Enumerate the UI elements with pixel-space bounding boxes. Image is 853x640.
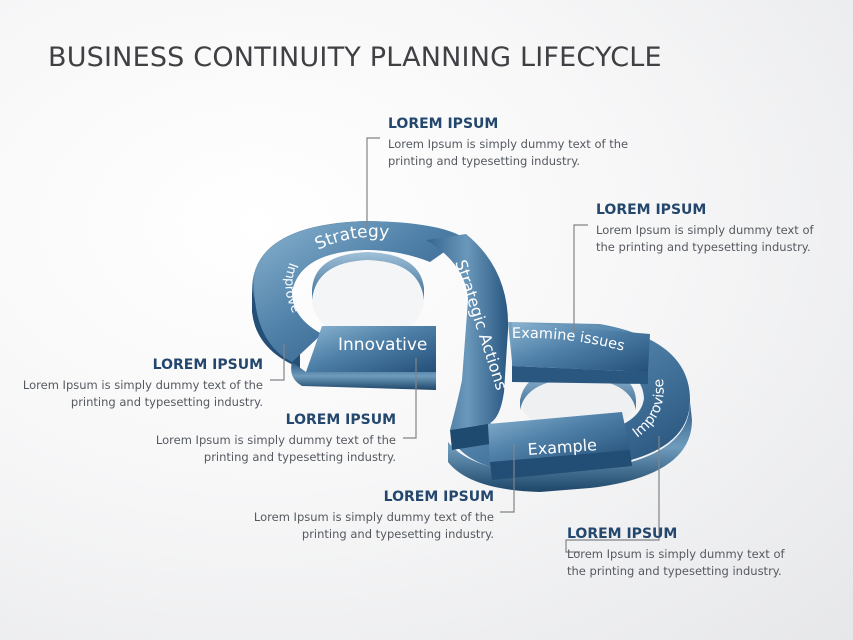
callout-text: Lorem Ipsum is simply dummy text of the … bbox=[388, 137, 629, 168]
callout-improve: LOREM IPSUM Lorem Ipsum is simply dummy … bbox=[20, 357, 263, 411]
page-title: BUSINESS CONTINUITY PLANNING LIFECYCLE bbox=[48, 42, 662, 73]
callout-improvise: LOREM IPSUM Lorem Ipsum is simply dummy … bbox=[567, 526, 785, 580]
left-loop bbox=[252, 221, 464, 390]
right-loop bbox=[448, 322, 692, 492]
callout-examine-issues: LOREM IPSUM Lorem Ipsum is simply dummy … bbox=[596, 202, 814, 256]
callout-innovative: LOREM IPSUM Lorem Ipsum is simply dummy … bbox=[150, 412, 396, 466]
callout-text: Lorem Ipsum is simply dummy text of the … bbox=[155, 433, 396, 464]
callout-text: Lorem Ipsum is simply dummy text of the … bbox=[253, 510, 494, 541]
callout-text: Lorem Ipsum is simply dummy text of the … bbox=[567, 547, 785, 578]
callout-heading: LOREM IPSUM bbox=[285, 412, 396, 428]
callout-heading: LOREM IPSUM bbox=[567, 526, 678, 542]
connector-lines bbox=[270, 137, 660, 553]
callout-strategy: LOREM IPSUM Lorem Ipsum is simply dummy … bbox=[388, 116, 628, 170]
callout-text: Lorem Ipsum is simply dummy text of the … bbox=[22, 378, 263, 409]
callout-heading: LOREM IPSUM bbox=[383, 489, 494, 505]
segment-label-innovative: Innovative bbox=[338, 335, 427, 355]
callout-heading: LOREM IPSUM bbox=[388, 116, 499, 132]
callout-heading: LOREM IPSUM bbox=[596, 202, 707, 218]
segment-label-example: Example bbox=[527, 435, 598, 459]
crossing-band bbox=[426, 234, 632, 480]
callout-example: LOREM IPSUM Lorem Ipsum is simply dummy … bbox=[248, 489, 494, 543]
callout-heading: LOREM IPSUM bbox=[152, 357, 263, 373]
callout-text: Lorem Ipsum is simply dummy text of the … bbox=[596, 223, 814, 254]
